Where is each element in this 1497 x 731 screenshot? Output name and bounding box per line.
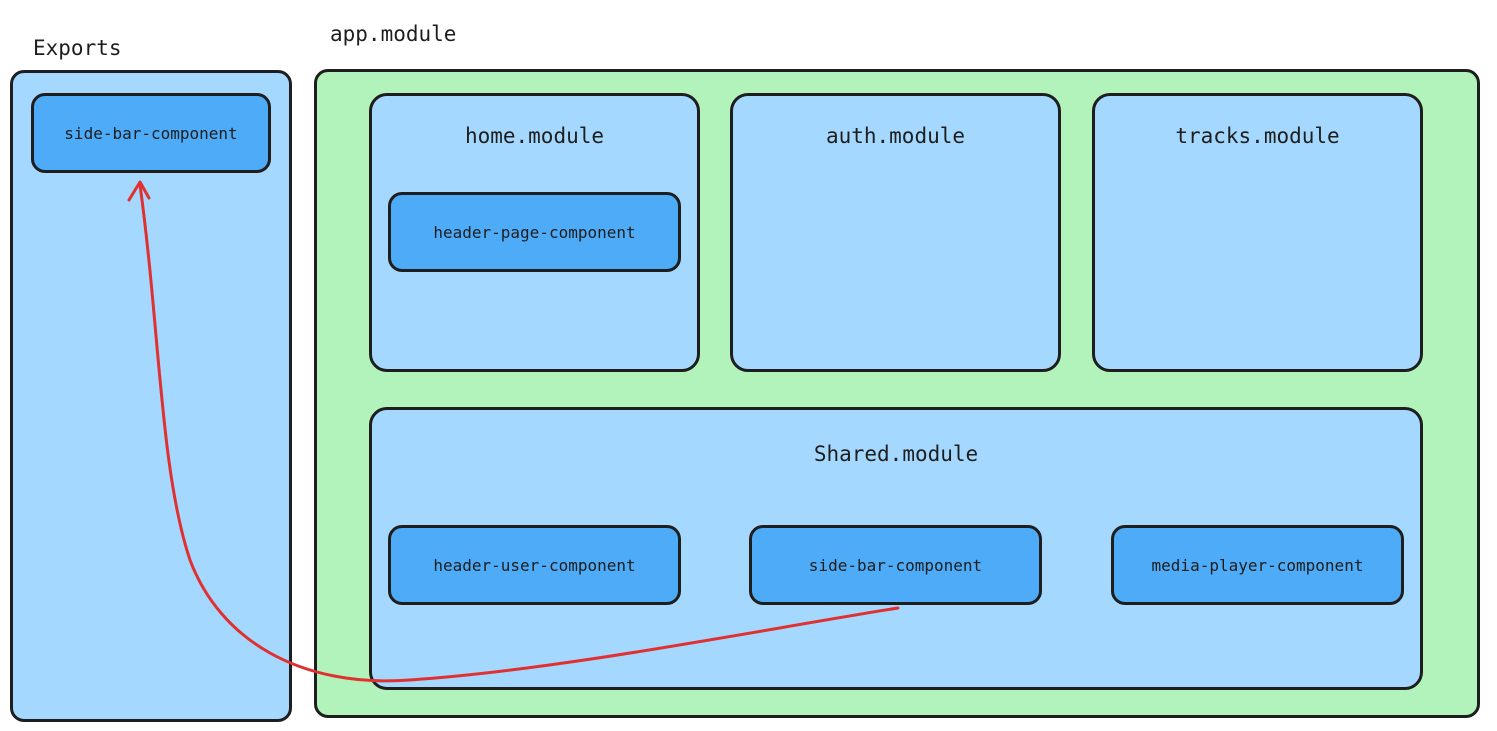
media-player-component[interactable]: media-player-component [1111,525,1404,605]
auth-module-title: auth.module [825,124,966,148]
auth-module[interactable]: auth.module [730,93,1061,372]
home-module-title: home.module [464,124,605,148]
tracks-module-title: tracks.module [1175,124,1340,148]
exports-side-bar-component[interactable]: side-bar-component [31,93,271,173]
header-user-component[interactable]: header-user-component [388,525,681,605]
app-module-label: app.module [330,22,457,46]
tracks-module[interactable]: tracks.module [1092,93,1423,372]
header-page-component[interactable]: header-page-component [388,192,681,272]
shared-module-title: Shared.module [813,442,979,466]
shared-side-bar-component[interactable]: side-bar-component [749,525,1042,605]
exports-label: Exports [33,36,122,60]
